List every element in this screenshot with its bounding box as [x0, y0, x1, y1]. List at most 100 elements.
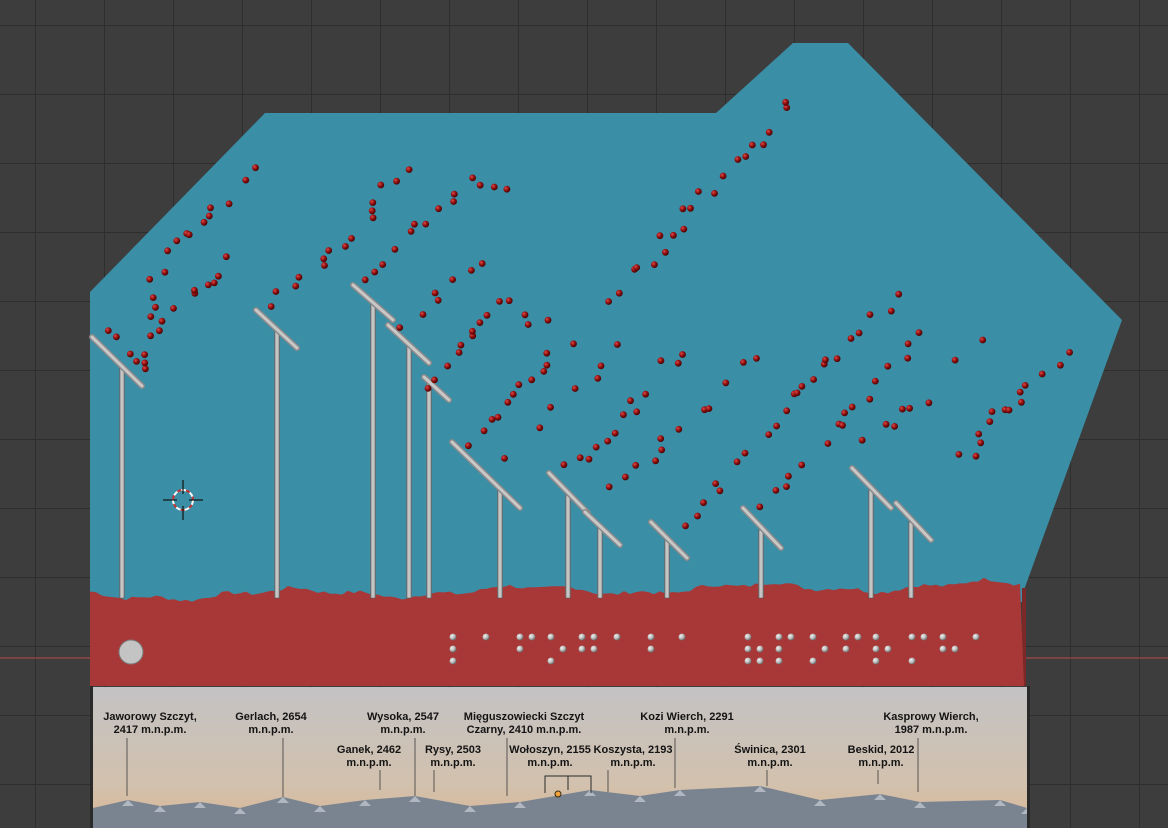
selection-bracket	[544, 775, 592, 793]
braille-dot	[516, 645, 524, 653]
bead	[633, 264, 641, 271]
bead	[977, 439, 985, 447]
bead	[700, 499, 707, 507]
bead	[733, 458, 741, 466]
bead	[113, 333, 120, 341]
bead	[711, 190, 718, 197]
bead	[871, 377, 879, 385]
bead	[658, 446, 666, 454]
bead	[149, 294, 157, 301]
pin-arm-highlight	[422, 375, 451, 402]
pin-arm-highlight	[90, 335, 144, 388]
braille-dot	[775, 645, 783, 653]
bead	[716, 487, 724, 495]
braille-dot	[854, 633, 862, 641]
bead	[986, 418, 994, 425]
pin-post	[908, 521, 914, 599]
mount-hole	[118, 639, 144, 665]
pin-post	[406, 344, 412, 599]
braille-dot	[590, 633, 598, 641]
bead	[1005, 406, 1013, 414]
bead	[483, 311, 491, 319]
bead	[642, 390, 649, 398]
bead	[210, 279, 218, 287]
beads-group	[104, 98, 1073, 530]
bead	[379, 261, 387, 268]
braille-dot	[920, 633, 928, 641]
braille-dot	[578, 645, 586, 653]
braille-dot	[744, 645, 752, 653]
bead	[164, 247, 172, 255]
braille-dot	[842, 645, 850, 653]
bead	[422, 220, 430, 228]
bead	[133, 358, 140, 365]
3d-cursor-icon[interactable]	[163, 480, 203, 520]
bead	[783, 104, 791, 111]
bead	[104, 327, 112, 334]
bead	[469, 327, 476, 335]
bead	[476, 319, 484, 326]
bead	[431, 289, 439, 297]
label-leaders	[126, 738, 919, 797]
ground-block-side	[1022, 588, 1026, 686]
braille-dot	[559, 645, 567, 653]
pin-post	[758, 529, 764, 599]
bead	[882, 420, 890, 428]
bead	[521, 311, 529, 319]
bead	[841, 409, 848, 417]
bead	[342, 243, 349, 250]
pin-arm-highlight	[741, 506, 783, 550]
bead	[687, 204, 694, 212]
bead	[740, 359, 747, 366]
bead	[915, 329, 923, 336]
bead	[191, 286, 198, 294]
pin-arm-highlight	[850, 466, 893, 510]
bead	[488, 416, 496, 423]
pin-post	[664, 539, 670, 599]
bead	[756, 503, 764, 511]
bead	[321, 262, 328, 269]
bead	[674, 359, 682, 367]
bead	[594, 375, 602, 382]
bead	[1021, 382, 1029, 389]
braille-dot	[547, 657, 555, 665]
bead	[468, 267, 475, 274]
bead	[434, 296, 442, 304]
braille-dot	[647, 645, 655, 653]
bead	[785, 472, 792, 480]
bead	[524, 321, 532, 328]
pin-post	[370, 301, 376, 599]
bead	[782, 98, 789, 106]
bead	[615, 289, 623, 297]
ground-block	[90, 577, 1024, 686]
braille-dot	[744, 657, 752, 665]
bead	[405, 166, 413, 174]
pin-arm-highlight	[547, 471, 590, 515]
braille-dot	[951, 645, 959, 653]
bead	[605, 483, 613, 491]
braille-dot	[939, 645, 947, 653]
bead	[205, 212, 213, 220]
bead	[773, 422, 780, 430]
pin-arm-highlight	[583, 510, 622, 547]
bead	[675, 425, 683, 433]
bead	[540, 368, 548, 375]
bead	[320, 255, 328, 263]
pin-arm-highlight	[450, 440, 522, 510]
braille-dot	[872, 657, 880, 665]
pin-post	[597, 526, 603, 599]
bead	[576, 454, 584, 462]
bead	[141, 359, 149, 367]
bead	[611, 429, 619, 437]
braille-dot	[449, 657, 457, 665]
bead	[156, 327, 163, 335]
bead	[295, 273, 303, 281]
bead	[158, 317, 166, 325]
